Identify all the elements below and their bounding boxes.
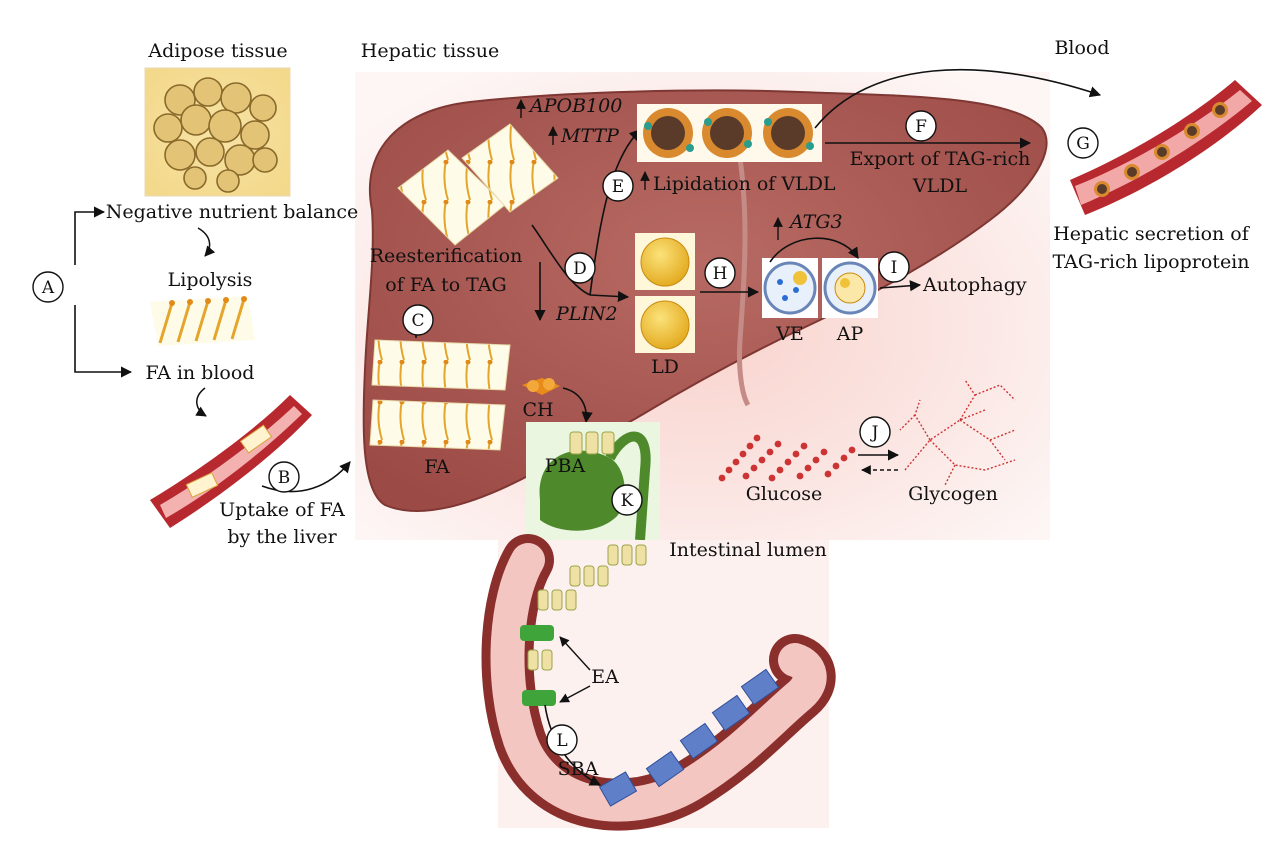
uptake-label-line2: by the liver bbox=[227, 526, 337, 548]
step-marker-b: B bbox=[268, 461, 300, 493]
svg-text:B: B bbox=[278, 468, 291, 488]
ve-label: VE bbox=[775, 323, 804, 345]
fa-label: FA bbox=[424, 456, 450, 478]
svg-text:D: D bbox=[573, 259, 587, 279]
arrow-ea-down bbox=[559, 685, 591, 703]
ld-label: LD bbox=[651, 356, 679, 378]
lipidation-label: Lipidation of VLDL bbox=[653, 173, 836, 195]
plin2-label: PLIN2 bbox=[555, 303, 618, 325]
hepatic-tissue-label: Hepatic tissue bbox=[361, 40, 499, 62]
svg-text:F: F bbox=[915, 117, 927, 137]
sba-blue-particles-icon bbox=[598, 668, 780, 807]
svg-text:H: H bbox=[713, 264, 728, 284]
step-marker-c: C bbox=[402, 304, 434, 336]
lipolysis-label: Lipolysis bbox=[168, 269, 253, 291]
cholesterol-icon bbox=[522, 378, 560, 395]
fa-sheets-bottom-icon bbox=[369, 339, 511, 451]
glucose-chain-icon bbox=[718, 434, 856, 482]
fa-in-blood-label: FA in blood bbox=[146, 362, 255, 384]
arrow-g-to-blood bbox=[814, 68, 1102, 129]
negative-nutrient-balance-label: Negative nutrient balance bbox=[106, 201, 359, 223]
gallbladder-icon bbox=[526, 422, 660, 541]
arrow-b-uptake bbox=[261, 461, 351, 493]
glycogen-label: Glycogen bbox=[908, 483, 998, 505]
step-marker-h: H bbox=[704, 257, 736, 289]
step-marker-l: L bbox=[546, 724, 578, 756]
step-marker-a: A bbox=[32, 271, 64, 303]
arrow-ch-to-pba bbox=[562, 387, 593, 424]
svg-text:A: A bbox=[41, 278, 55, 298]
reesterification-label-line2: of FA to TAG bbox=[385, 274, 506, 296]
svg-text:K: K bbox=[621, 491, 634, 511]
ch-label: CH bbox=[522, 399, 553, 421]
glycogen-icon bbox=[899, 379, 1016, 486]
blood-vessel-right-icon bbox=[1070, 80, 1262, 215]
step-marker-f: F bbox=[905, 110, 937, 142]
export-label-line2: VLDL bbox=[912, 175, 968, 197]
uptake-label-line1: Uptake of FA bbox=[219, 499, 345, 521]
step-marker-j: J bbox=[859, 416, 891, 448]
step-marker-i: I bbox=[878, 251, 910, 283]
autophagosome-icon bbox=[822, 258, 878, 318]
adipose-cells-icon bbox=[153, 77, 278, 193]
svg-text:I: I bbox=[891, 258, 898, 278]
arrow-d-trunk bbox=[531, 224, 591, 296]
glucose-label: Glucose bbox=[746, 483, 823, 505]
step-marker-d: D bbox=[564, 252, 596, 284]
svg-text:G: G bbox=[1076, 134, 1090, 154]
lipolysis-fatty-acids-icon bbox=[150, 296, 255, 346]
vldl-particles-icon bbox=[637, 104, 822, 162]
liver-ligament bbox=[732, 129, 751, 407]
reesterification-label-line1: Reesterification bbox=[370, 245, 523, 267]
blood-vessel-left-icon bbox=[150, 395, 312, 528]
arrow-a-down bbox=[74, 305, 133, 378]
arrow-to-vessel bbox=[195, 387, 207, 417]
lipid-droplet-icon bbox=[635, 233, 695, 353]
svg-text:C: C bbox=[411, 311, 424, 331]
hepatic-secretion-label-line2: TAG-rich lipoprotein bbox=[1052, 251, 1249, 273]
ea-green-particles-icon bbox=[520, 625, 556, 706]
step-marker-k: K bbox=[611, 484, 643, 516]
export-label-line1: Export of TAG-rich bbox=[850, 148, 1031, 170]
arrow-to-lipolysis bbox=[197, 227, 216, 257]
fa-sheets-top-icon bbox=[397, 123, 559, 246]
atg3-label: ATG3 bbox=[788, 211, 843, 233]
arrow-i-autophagy bbox=[879, 280, 922, 292]
adipose-tissue-label: Adipose tissue bbox=[147, 40, 287, 62]
svg-text:E: E bbox=[612, 177, 624, 197]
hepatic-secretion-label-line1: Hepatic secretion of bbox=[1053, 223, 1251, 245]
vesicle-icon bbox=[762, 258, 818, 318]
step-marker-e: E bbox=[602, 170, 634, 202]
ea-label: EA bbox=[591, 666, 619, 688]
ap-label: AP bbox=[836, 323, 864, 345]
arrow-d-to-ld bbox=[589, 290, 630, 303]
pba-label: PBA bbox=[545, 455, 586, 477]
intestine-icon bbox=[481, 534, 836, 831]
mttp-label: MTTP bbox=[560, 125, 620, 147]
bile-acid-particles-icon bbox=[527, 544, 647, 671]
sba-label: SBA bbox=[558, 758, 599, 780]
arrow-atg3 bbox=[769, 237, 859, 263]
blood-label: Blood bbox=[1054, 37, 1109, 59]
apob100-label: APOB100 bbox=[528, 95, 622, 117]
step-marker-g: G bbox=[1067, 127, 1099, 159]
intestinal-lumen-label: Intestinal lumen bbox=[669, 539, 827, 561]
svg-text:J: J bbox=[870, 423, 879, 443]
arrow-a-up bbox=[74, 206, 106, 265]
svg-text:L: L bbox=[556, 731, 567, 751]
arrow-ea-up bbox=[559, 636, 591, 671]
autophagy-label: Autophagy bbox=[922, 274, 1027, 296]
